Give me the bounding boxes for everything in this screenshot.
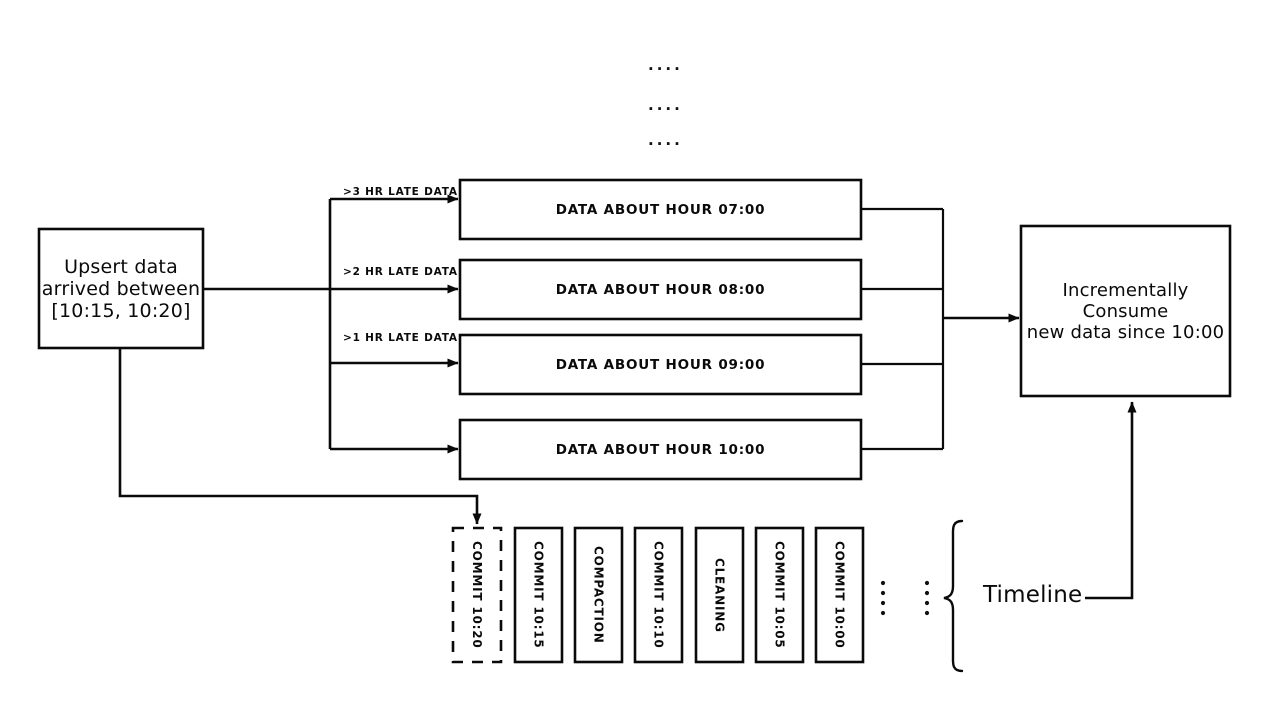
source-box-shape xyxy=(37,227,205,350)
commit-box-shape-4 xyxy=(694,526,745,664)
timeline-ellipsis-col-0 xyxy=(880,580,886,616)
hour-box-label-1: DATA ABOUT HOUR 08:00 xyxy=(555,281,766,298)
hour-box-shape-3 xyxy=(458,418,863,481)
late-data-label-2hr: >2 HR LATE DATA xyxy=(343,266,458,278)
commit-label-5: COMMIT 10:05 xyxy=(772,541,787,649)
hour-box-label-0: DATA ABOUT HOUR 07:00 xyxy=(555,201,766,218)
timeline-label: Timeline xyxy=(983,582,1083,608)
timeline-brace xyxy=(943,519,964,673)
commit-box-shape-2 xyxy=(573,526,624,664)
late-data-label-1hr: >1 HR LATE DATA xyxy=(343,332,458,344)
consume-box-label: Incrementally Consume new data since 10:… xyxy=(1026,279,1225,343)
commit-label-2: COMPACTION xyxy=(591,546,606,644)
commit-label-6: COMMIT 10:00 xyxy=(832,541,847,649)
late-data-label-3hr: >3 HR LATE DATA xyxy=(343,186,458,198)
arrow-timeline-to-consume xyxy=(1085,401,1137,600)
commit-box-shape-6 xyxy=(814,526,865,664)
commit-label-4: CLEANING xyxy=(712,557,727,633)
top-ellipsis-row-0: .... xyxy=(648,56,683,74)
commit-box-shape-3 xyxy=(633,526,684,664)
commit-label-3: COMMIT 10:10 xyxy=(651,541,666,649)
timeline-ellipsis-col-1 xyxy=(924,580,930,616)
top-ellipsis-row-2: .... xyxy=(648,131,683,149)
source-box-label: Upsert data arrived between [10:15, 10:2… xyxy=(41,255,201,322)
commit-label-1: COMMIT 10:15 xyxy=(531,541,546,649)
hour-box-label-3: DATA ABOUT HOUR 10:00 xyxy=(555,441,766,458)
arrow-source-to-new-commit xyxy=(118,348,482,525)
commit-box-shape-5 xyxy=(754,526,805,664)
commit-label-0: COMMIT 10:20 xyxy=(470,541,484,649)
commit-box-shape-1 xyxy=(513,526,564,664)
hour-box-label-2: DATA ABOUT HOUR 09:00 xyxy=(555,356,766,373)
commit-box-shape-0 xyxy=(451,526,503,664)
consume-box-shape xyxy=(1019,224,1232,398)
hour-box-shape-2 xyxy=(458,333,863,396)
top-ellipsis-row-1: .... xyxy=(648,96,683,114)
